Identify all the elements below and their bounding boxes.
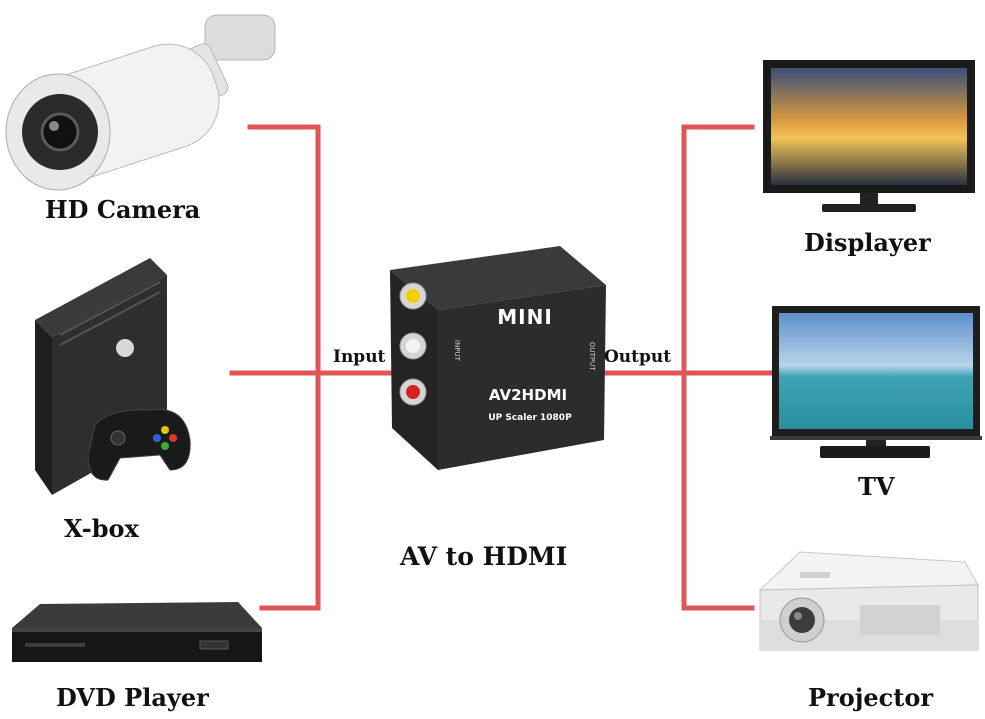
input-bracket-line: [247, 124, 321, 611]
converter-output-port-label: OUTPUT: [588, 342, 596, 371]
converter-input-port-label: INPUT: [453, 340, 461, 362]
rca-port-white: [399, 332, 427, 360]
connection-lines: [229, 124, 773, 611]
rca-port-red: [399, 378, 427, 406]
label-x-box: X-box: [64, 514, 139, 543]
rca-port-yellow: [399, 282, 427, 310]
converter-model: AV2HDMI: [489, 386, 567, 404]
label-projector: Projector: [808, 683, 934, 712]
converter-brand: MINI: [497, 305, 553, 329]
label-input: Input: [333, 347, 386, 367]
converter-device: [390, 246, 606, 470]
television-icon: [770, 306, 982, 458]
output-bracket-line: [681, 124, 755, 611]
dvd-player-icon: [12, 602, 262, 662]
label-hd-camera: HD Camera: [45, 195, 201, 224]
label-tv: TV: [858, 472, 895, 501]
monitor-icon: [763, 60, 975, 212]
label-output: Output: [604, 347, 672, 367]
converter-subtitle: UP Scaler 1080P: [488, 413, 572, 423]
projector-icon: [758, 551, 979, 651]
game-console-icon: [35, 258, 191, 495]
security-camera-icon: [5, 14, 276, 191]
label-dvd-player: DVD Player: [56, 683, 209, 712]
diagram-caption: AV to HDMI: [400, 542, 568, 571]
label-displayer: Displayer: [804, 228, 931, 257]
